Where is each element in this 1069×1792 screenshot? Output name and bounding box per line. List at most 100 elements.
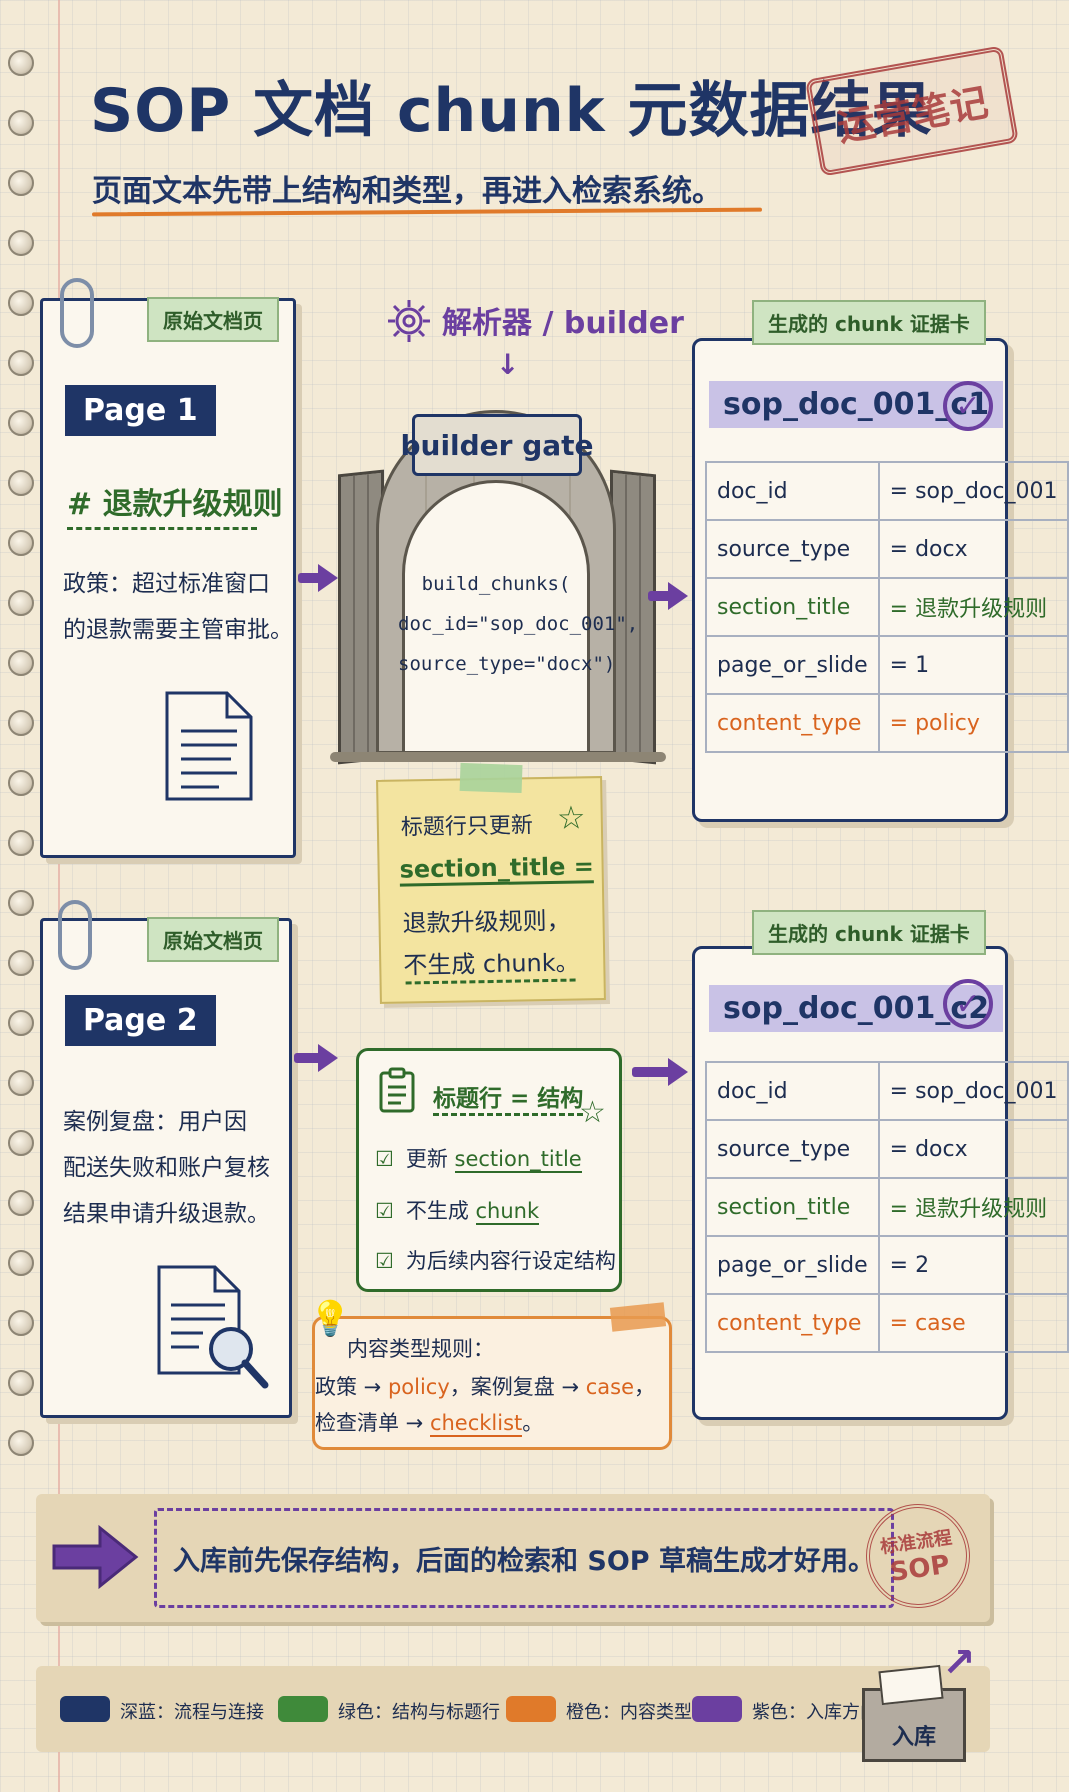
- spiral-ring: [8, 230, 34, 256]
- metadata-row: source_type= docx: [705, 519, 1069, 579]
- rules-tape: [609, 1302, 667, 1332]
- builder-label: 解析器 / builder: [442, 306, 684, 341]
- spiral-ring: [8, 770, 34, 796]
- doc-page-1-heading-underline: [67, 527, 257, 530]
- sticky-note: 标题行只更新 ☆ section_title = 退款升级规则， 不生成 chu…: [376, 762, 606, 1004]
- spiral-ring: [8, 110, 34, 136]
- spiral-ring: [8, 470, 34, 496]
- arrow-page1-to-gate: [298, 564, 338, 592]
- check-circle-icon: ✓: [943, 381, 993, 431]
- spiral-ring: [8, 830, 34, 856]
- rules-line-1: 政策 → policy，案例复盘 → case，: [315, 1375, 656, 1399]
- metadata-row: doc_id= sop_doc_001: [705, 1061, 1069, 1121]
- spiral-ring: [8, 650, 34, 676]
- structure-item-3: ☑为后续内容行设定结构: [375, 1249, 616, 1273]
- chunk-card-2: sop_doc_001_c2 ✓ doc_id= sop_doc_001 sou…: [692, 946, 1069, 1420]
- doc-page-2-label: Page 2: [65, 995, 216, 1046]
- code-line-3: source_type="docx"): [398, 653, 616, 675]
- document-search-icon: [157, 1265, 269, 1389]
- doc-page-2-line-1: 案例复盘：用户因: [63, 1109, 247, 1135]
- spiral-ring: [8, 1430, 34, 1456]
- ingest-paper: [878, 1664, 944, 1706]
- legend-swatch-navy: [60, 1696, 110, 1722]
- document-icon: [165, 691, 253, 801]
- spiral-ring: [8, 290, 34, 316]
- down-arrow-icon: ↓: [496, 348, 520, 381]
- legend-label-navy: 深蓝：流程与连接: [120, 1702, 264, 1723]
- upload-arrow-icon: ↗: [942, 1640, 976, 1686]
- arrow-structure-to-card2: [632, 1058, 688, 1086]
- code-line-2: doc_id="sop_doc_001",: [398, 613, 639, 635]
- page-subtitle: 页面文本先带上结构和类型，再进入检索系统。: [92, 174, 722, 209]
- builder-gate-sign: builder gate: [400, 414, 594, 476]
- metadata-row: section_title= 退款升级规则: [705, 577, 1069, 637]
- spiral-ring: [8, 590, 34, 616]
- legend-label-purple: 紫色：入库方向: [752, 1702, 878, 1723]
- spiral-ring: [8, 50, 34, 76]
- legend-swatch-purple: [692, 1696, 742, 1722]
- star-icon: ☆: [556, 798, 586, 837]
- spiral-ring: [8, 1310, 34, 1336]
- spiral-ring: [8, 1370, 34, 1396]
- legend-swatch-green: [278, 1696, 328, 1722]
- sticky-line-3: 退款升级规则，: [402, 906, 571, 938]
- spiral-ring: [8, 1250, 34, 1276]
- banner-message: 入库前先保存结构，后面的检索和 SOP 草稿生成才好用。: [154, 1508, 894, 1608]
- arrow-gate-to-card1: [648, 582, 688, 610]
- star-icon: ☆: [579, 1095, 606, 1130]
- metadata-row: page_or_slide= 1: [705, 635, 1069, 695]
- legend-swatch-orange: [506, 1696, 556, 1722]
- checkmark-icon: ☑: [375, 1147, 394, 1171]
- sticky-tape: [459, 762, 523, 794]
- spiral-ring: [8, 1130, 34, 1156]
- code-line-1: build_chunks(: [421, 573, 571, 595]
- content-type-rules: 💡 内容类型规则： 政策 → policy，案例复盘 → case， 检查清单 …: [309, 1299, 672, 1450]
- metadata-row: page_or_slide= 2: [705, 1235, 1069, 1295]
- rules-line-2: 检查清单 → checklist。: [315, 1411, 544, 1437]
- chunk-card-2-tag: 生成的 chunk 证据卡: [752, 910, 986, 955]
- structure-item-1: ☑更新 section_title: [375, 1147, 582, 1173]
- checkmark-icon: ☑: [375, 1199, 394, 1223]
- structure-item-2: ☑不生成 chunk: [375, 1199, 540, 1225]
- metadata-row: doc_id= sop_doc_001: [705, 461, 1069, 521]
- rules-title: 内容类型规则：: [347, 1337, 494, 1361]
- doc-page-2-line-2: 配送失败和账户复核: [63, 1155, 270, 1181]
- metadata-row: section_title= 退款升级规则: [705, 1177, 1069, 1237]
- chunk-card-2-metadata: doc_id= sop_doc_001 source_type= docx se…: [705, 1061, 1069, 1353]
- paperclip-icon: [58, 900, 92, 970]
- arrow-right-icon: [52, 1524, 139, 1590]
- spiral-ring: [8, 950, 34, 976]
- chunk-card-1-tag: 生成的 chunk 证据卡: [752, 300, 986, 345]
- paperclip-icon: [60, 278, 94, 348]
- doc-page-2-line-3: 结果申请升级退款。: [63, 1201, 270, 1227]
- legend-label-orange: 橙色：内容类型: [566, 1702, 692, 1723]
- doc-page-1-line-1: 政策：超过标准窗口: [63, 571, 270, 597]
- build-chunks-call: build_chunks( doc_id="sop_doc_001", sour…: [398, 564, 639, 684]
- clipboard-icon: [379, 1067, 415, 1113]
- lightbulb-icon: 💡: [309, 1299, 352, 1339]
- gear-icon: [388, 300, 430, 342]
- structure-box: 标题行 = 结构 ☆ ☑更新 section_title ☑不生成 chunk …: [356, 1048, 622, 1292]
- check-circle-icon: ✓: [943, 979, 993, 1029]
- page-title: SOP 文档 chunk 元数据结果: [90, 76, 933, 146]
- sticky-line-4: 不生成 chunk。: [403, 948, 580, 980]
- doc-page-1-label: Page 1: [65, 385, 216, 436]
- metadata-row: content_type= policy: [705, 693, 1069, 753]
- spiral-ring: [8, 170, 34, 196]
- sticky-line-1: 标题行只更新: [400, 813, 534, 841]
- spiral-ring: [8, 1190, 34, 1216]
- spiral-ring: [8, 890, 34, 916]
- doc-page-1-heading: # 退款升级规则: [67, 487, 283, 522]
- spiral-ring: [8, 410, 34, 436]
- doc-page-1: 原始文档页 Page 1 # 退款升级规则 政策：超过标准窗口 的退款需要主管审…: [40, 297, 296, 858]
- notebook-margin-line: [58, 0, 60, 1792]
- chunk-card-1-metadata: doc_id= sop_doc_001 source_type= docx se…: [705, 461, 1069, 753]
- arrow-page2-to-structure: [294, 1044, 338, 1072]
- metadata-row: content_type= case: [705, 1293, 1069, 1353]
- bottom-banner: 入库前先保存结构，后面的检索和 SOP 草稿生成才好用。 标准流程 SOP: [36, 1494, 990, 1622]
- spiral-ring: [8, 1010, 34, 1036]
- spiral-ring: [8, 1070, 34, 1096]
- checkmark-icon: ☑: [375, 1249, 394, 1273]
- metadata-row: source_type= docx: [705, 1119, 1069, 1179]
- color-legend: 深蓝：流程与连接 绿色：结构与标题行 橙色：内容类型 紫色：入库方向: [36, 1666, 990, 1752]
